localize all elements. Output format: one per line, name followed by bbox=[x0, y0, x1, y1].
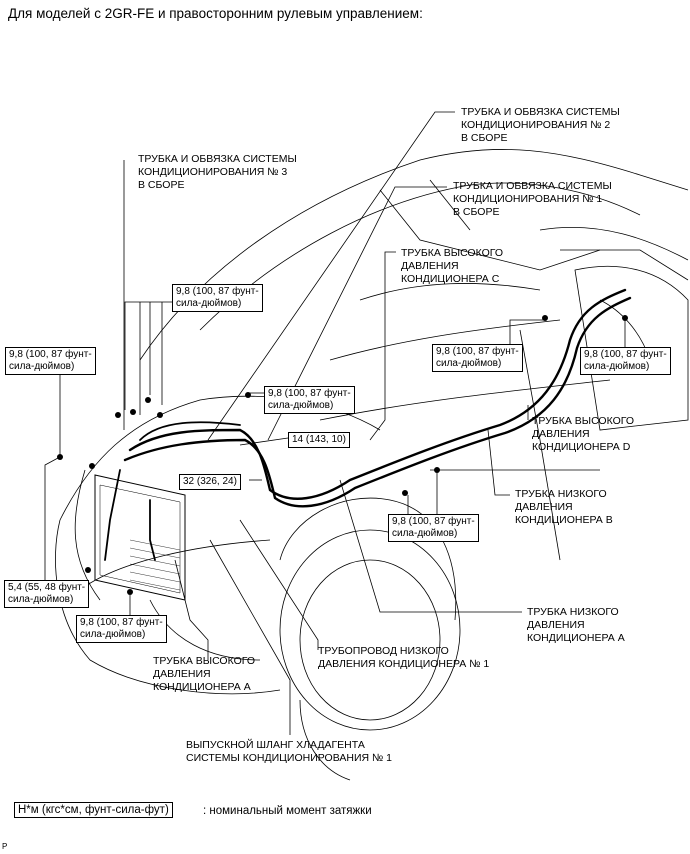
label-low-pressure-a: ТРУБКА НИЗКОГО ДАВЛЕНИЯ КОНДИЦИОНЕРА A bbox=[527, 606, 625, 644]
label-low-pressure-b: ТРУБКА НИЗКОГО ДАВЛЕНИЯ КОНДИЦИОНЕРА B bbox=[515, 488, 613, 526]
label-pipe-assembly-1: ТРУБКА И ОБВЯЗКА СИСТЕМЫ КОНДИЦИОНИРОВАН… bbox=[453, 180, 612, 218]
torque-box-14: 14 (143, 10) bbox=[288, 432, 350, 448]
torque-box-9-8-mid: 9,8 (100, 87 фунт- сила-дюймов) bbox=[264, 386, 355, 414]
torque-box-9-8-right-center: 9,8 (100, 87 фунт- сила-дюймов) bbox=[432, 344, 523, 372]
torque-box-9-8-bottom: 9,8 (100, 87 фунт- сила-дюймов) bbox=[76, 615, 167, 643]
page-title: Для моделей с 2GR-FE и правосторонним ру… bbox=[8, 6, 423, 21]
label-pipe-assembly-2: ТРУБКА И ОБВЯЗКА СИСТЕМЫ КОНДИЦИОНИРОВАН… bbox=[461, 106, 620, 144]
label-high-pressure-d: ТРУБКА ВЫСОКОГО ДАВЛЕНИЯ КОНДИЦИОНЕРА D bbox=[532, 415, 635, 453]
torque-box-9-8-right: 9,8 (100, 87 фунт- сила-дюймов) bbox=[580, 347, 671, 375]
leader-lines bbox=[44, 111, 626, 735]
torque-box-9-8-top: 9,8 (100, 87 фунт- сила-дюймов) bbox=[172, 284, 263, 312]
car-body-outline bbox=[55, 148, 689, 781]
label-high-pressure-c: ТРУБКА ВЫСОКОГО ДАВЛЕНИЯ КОНДИЦИОНЕРА C bbox=[401, 247, 504, 285]
torque-box-9-8-lower: 9,8 (100, 87 фунт- сила-дюймов) bbox=[388, 514, 479, 542]
pipe-fittings bbox=[57, 315, 628, 595]
label-discharge-hose-1: ВЫПУСКНОЙ ШЛАНГ ХЛАДАГЕНТА СИСТЕМЫ КОНДИ… bbox=[186, 739, 393, 764]
torque-box-32: 32 (326, 24) bbox=[179, 474, 241, 490]
legend-description: : номинальный момент затяжки bbox=[203, 805, 372, 817]
label-pipe-assembly-3: ТРУБКА И ОБВЯЗКА СИСТЕМЫ КОНДИЦИОНИРОВАН… bbox=[138, 153, 297, 191]
ac-pipes bbox=[104, 288, 632, 561]
corner-mark: P bbox=[2, 842, 8, 851]
torque-box-9-8-left: 9,8 (100, 87 фунт- сила-дюймов) bbox=[5, 347, 96, 375]
label-low-pressure-pipe-1: ТРУБОПРОВОД НИЗКОГО ДАВЛЕНИЯ КОНДИЦИОНЕР… bbox=[318, 645, 490, 670]
label-high-pressure-a: ТРУБКА ВЫСОКОГО ДАВЛЕНИЯ КОНДИЦИОНЕРА A bbox=[153, 655, 256, 693]
legend-unit-box: Н*м (кгс*см, фунт-сила-фут) bbox=[14, 802, 173, 818]
torque-box-5-4: 5,4 (55, 48 фунт- сила-дюймов) bbox=[4, 580, 90, 608]
